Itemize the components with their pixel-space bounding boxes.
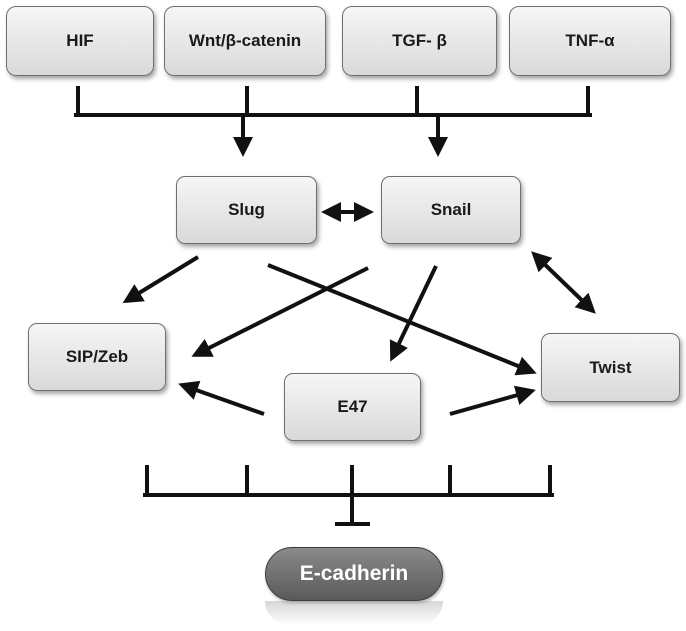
e-cadherin-node: E-cadherin — [265, 547, 443, 601]
wnt-beta-catenin-label: Wnt/β-catenin — [188, 31, 302, 50]
snail-label: Snail — [430, 200, 472, 219]
twist-label: Twist — [589, 357, 632, 377]
arrow-e47-twist — [449, 385, 536, 416]
tnf-alpha-label: TNF-α — [565, 31, 615, 50]
hif-label: HIF — [66, 31, 94, 50]
arrow-slug-sipzeb — [122, 255, 200, 304]
sip-zeb-label: SIP/Zeb — [65, 347, 129, 366]
slug-node: Slug — [176, 176, 317, 244]
tnf-alpha-node: TNF-α — [509, 6, 671, 76]
arrow-snail-e47 — [389, 265, 438, 362]
e-cadherin-label: E-cadherin — [299, 562, 409, 585]
wnt-beta-catenin-node: Wnt/β-catenin — [164, 6, 326, 76]
e47-label: E47 — [337, 397, 368, 416]
tgf-beta-label: TGF- β — [392, 31, 447, 50]
tgf-beta-node: TGF- β — [342, 6, 497, 76]
slug-label: Slug — [228, 200, 265, 219]
snail-node: Snail — [381, 176, 521, 244]
arrow-snail-twist — [531, 251, 596, 314]
e-cadherin-reflection — [265, 601, 443, 625]
top-bracket — [74, 86, 592, 117]
arrow-snail-sipzeb — [191, 266, 369, 357]
hif-node: HIF — [6, 6, 154, 76]
arrow-slug-twist — [267, 263, 537, 376]
arrow-e47-sipzeb — [178, 380, 265, 416]
e47-node: E47 — [284, 373, 421, 441]
twist-node: Twist — [541, 333, 680, 402]
sip-zeb-node: SIP/Zeb — [28, 323, 166, 391]
bottom-bracket — [143, 465, 554, 526]
